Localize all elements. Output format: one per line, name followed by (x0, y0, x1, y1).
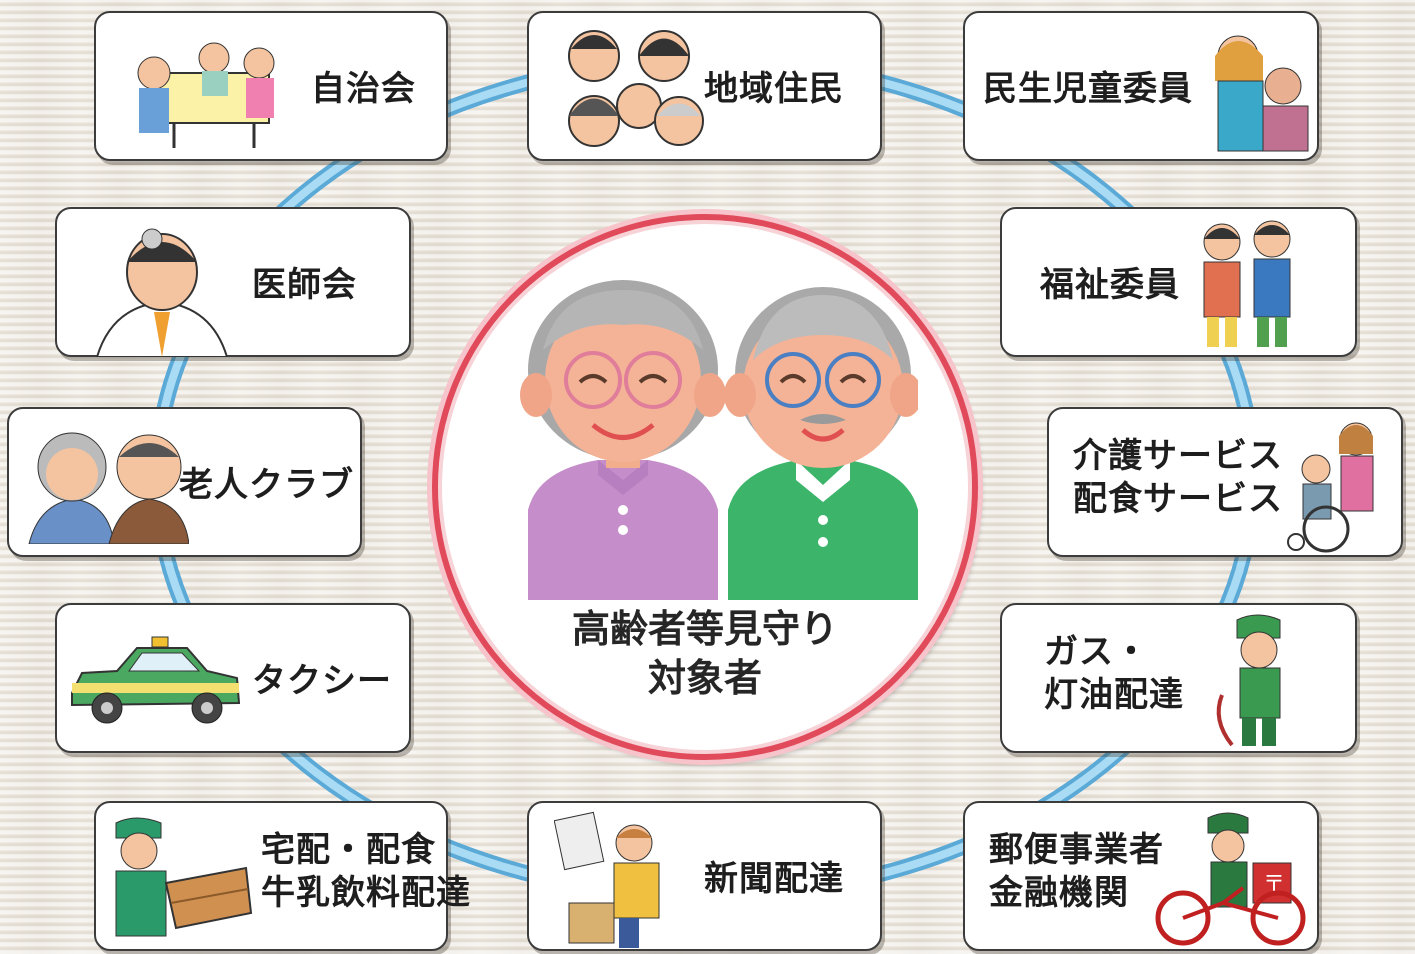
label-yubin: 郵便事業者 金融機関 (989, 829, 1164, 914)
label-takuhai: 宅配・配食 牛乳飲料配達 (261, 829, 471, 914)
label-yubin-line2: 金融機関 (989, 872, 1129, 913)
node-ishikai: 医師会 (55, 207, 411, 357)
center-title-line1: 高齢者等見守り (571, 607, 838, 651)
newspaper-delivery-icon (554, 811, 660, 948)
parcel-delivery-icon (115, 817, 253, 937)
elderly-man-icon (724, 287, 918, 600)
postman-bicycle-icon: 〒 (1155, 812, 1306, 946)
welfare-couple-icon (1203, 220, 1291, 347)
node-roujin: 老人クラブ (7, 407, 362, 557)
label-gas-line1: ガス・ (1044, 632, 1149, 672)
node-jichikai: 自治会 (94, 11, 448, 161)
center-title-line2: 対象者 (647, 656, 762, 701)
node-minsei: 民生児童委員 (963, 11, 1319, 161)
label-taxi: タクシー (252, 661, 392, 701)
center-title: 高齢者等見守り 対象者 (438, 605, 972, 704)
label-gas-line2: 灯油配達 (1044, 674, 1184, 715)
label-jichikai: 自治会 (311, 69, 416, 109)
label-takuhai-line1: 宅配・配食 (261, 830, 436, 870)
node-fukushi: 福祉委員 (1000, 207, 1357, 357)
label-ishikai: 医師会 (252, 265, 357, 305)
label-kaigo-line2: 配食サービス (1073, 478, 1283, 519)
fuel-delivery-icon (1216, 614, 1281, 747)
taxi-icon (71, 636, 241, 724)
node-yubin: 郵便事業者 金融機関 〒 (963, 801, 1319, 951)
label-roujin: 老人クラブ (179, 465, 354, 505)
meeting-people-icon (137, 42, 275, 148)
node-taxi: タクシー (55, 603, 411, 753)
doctor-icon (95, 228, 229, 357)
elderly-couple-illustration (520, 280, 918, 600)
elderly-woman-icon (520, 280, 726, 600)
wheelchair-icon (1287, 422, 1374, 553)
label-yubin-line1: 郵便事業者 (989, 830, 1164, 870)
node-gas: ガス・ 灯油配達 (1000, 603, 1357, 753)
label-chiiki: 地域住民 (704, 69, 844, 109)
center-circle: 高齢者等見守り 対象者 (432, 214, 978, 760)
node-shinbun: 新聞配達 (527, 801, 882, 951)
elderly-couple-icon (28, 432, 189, 544)
node-takuhai: 宅配・配食 牛乳飲料配達 (94, 801, 470, 951)
label-shinbun: 新聞配達 (704, 859, 844, 899)
label-takuhai-line2: 牛乳飲料配達 (261, 872, 471, 913)
node-chiiki: 地域住民 (527, 11, 882, 161)
label-gas: ガス・ 灯油配達 (1044, 631, 1184, 716)
node-kaigo: 介護サービス 配食サービス (1047, 407, 1403, 557)
label-kaigo-line1: 介護サービス (1073, 436, 1283, 476)
label-minsei: 民生児童委員 (983, 69, 1193, 109)
label-fukushi: 福祉委員 (1040, 265, 1180, 305)
residents-faces-icon (568, 30, 704, 147)
commissioner-icon (1215, 35, 1309, 152)
label-kaigo: 介護サービス 配食サービス (1073, 435, 1283, 520)
